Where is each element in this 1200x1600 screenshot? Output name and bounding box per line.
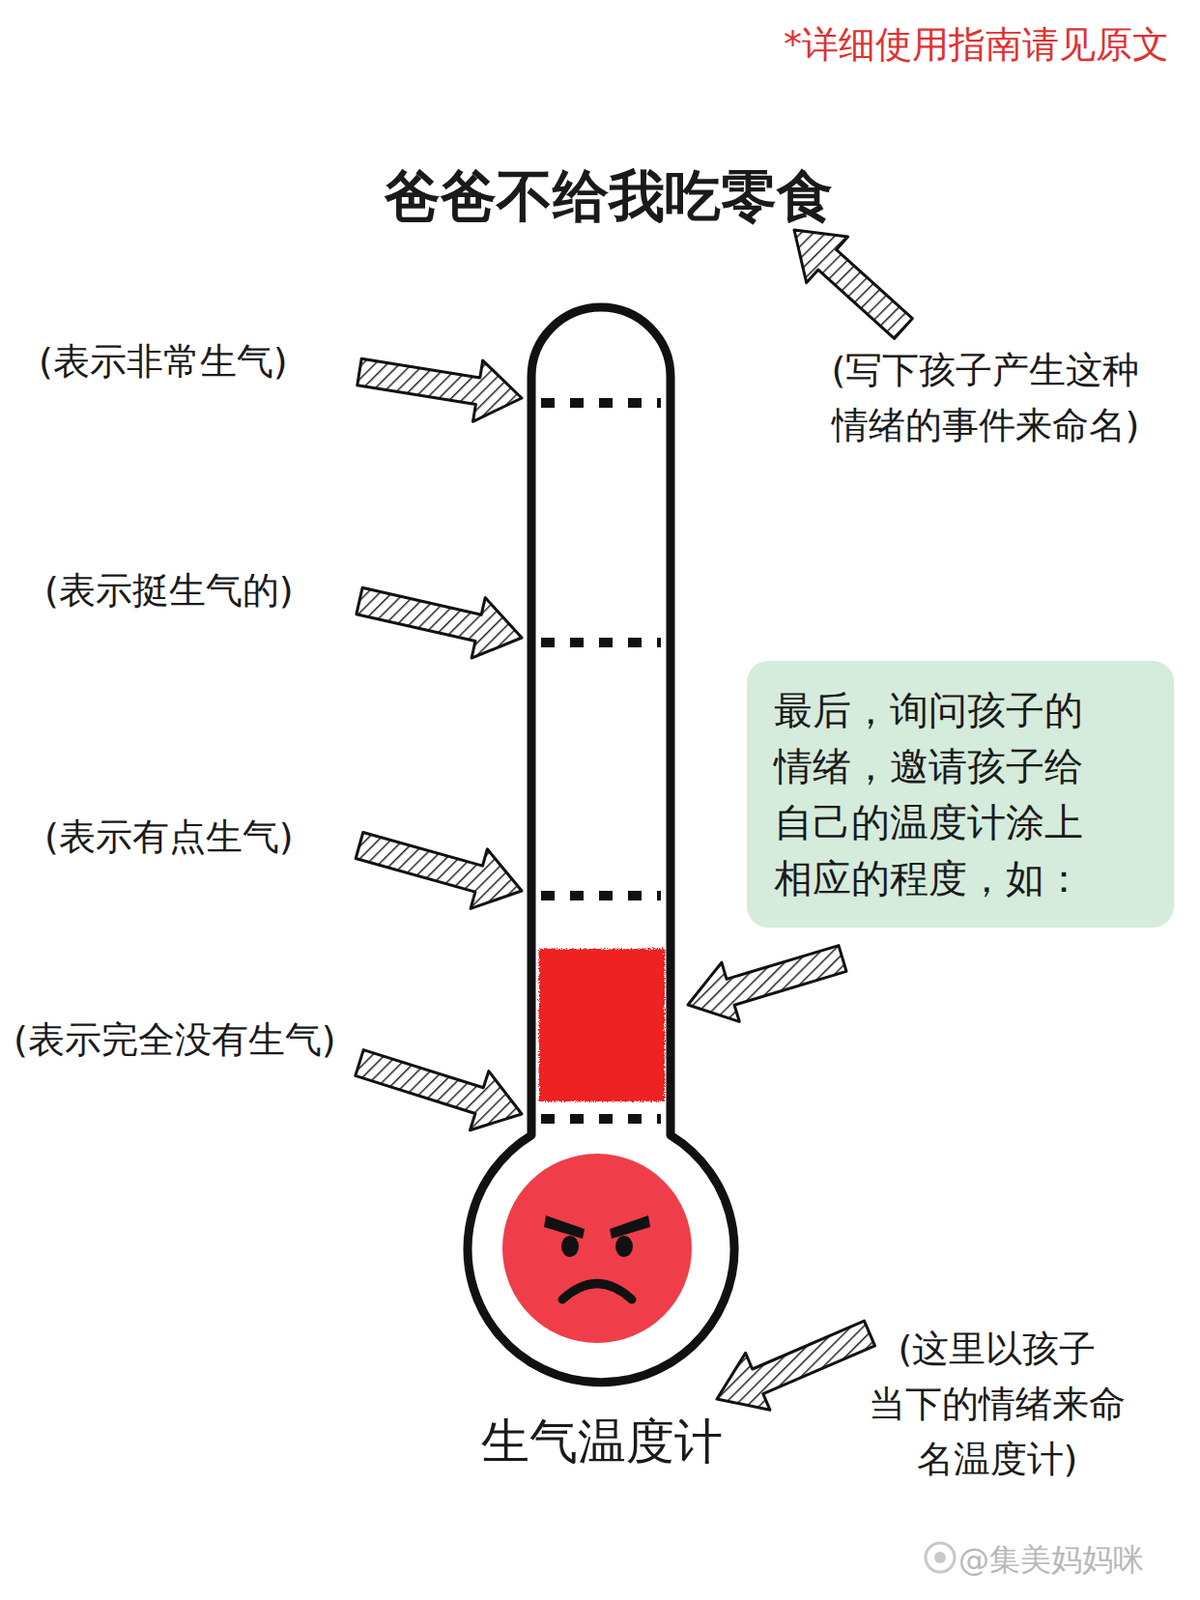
pointer-arrow [357, 358, 522, 422]
pointer-arrow [355, 832, 522, 910]
instruction-box: 最后，询问孩子的 情绪，邀请孩子给 自己的温度计涂上 相应的程度，如： [746, 660, 1174, 928]
watermark-icon [925, 1542, 955, 1572]
thermometer-outline [467, 307, 735, 1383]
diagram-title: 爸爸不给我吃零食 [318, 154, 899, 239]
pointer-arrow [687, 945, 847, 1023]
level-label: (表示有点生气) [44, 809, 364, 865]
pointer-arrow [356, 587, 522, 658]
angry-face [502, 1153, 692, 1343]
pointer-arrow [355, 1050, 522, 1131]
thermometer-name: 生气温度计 [408, 1405, 796, 1479]
level-label: (表示挺生气的) [44, 563, 364, 619]
scale-marks [541, 402, 661, 1119]
watermark: @集美妈妈咪 [958, 1536, 1181, 1583]
title-note: (写下孩子产生这种 情绪的事件来命名) [782, 342, 1189, 454]
pointer-arrow [716, 1320, 876, 1410]
name-note: (这里以孩子 当下的情绪来命 名温度计) [842, 1321, 1152, 1487]
pointer-arrow [794, 229, 913, 339]
fill-level [539, 948, 665, 1102]
instruction-text: 最后，询问孩子的 情绪，邀请孩子给 自己的温度计涂上 相应的程度，如： [773, 682, 1147, 907]
guide-note: *详细使用指南请见原文 [676, 17, 1170, 73]
level-label: (表示完全没有生气) [13, 1012, 400, 1068]
level-label: (表示非常生气) [38, 334, 358, 390]
